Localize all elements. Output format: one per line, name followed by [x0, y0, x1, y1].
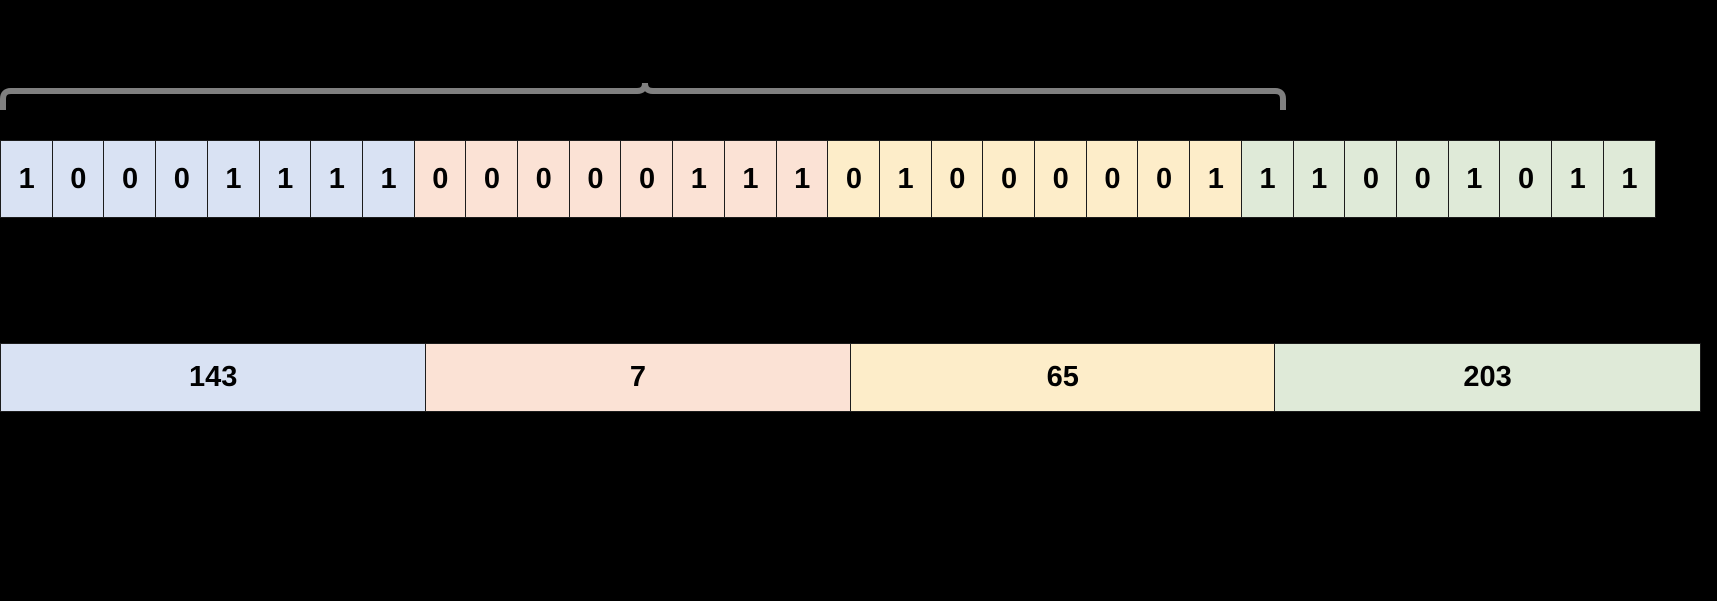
bit-cell: 1: [1551, 140, 1605, 218]
bit-cell: 0: [517, 140, 571, 218]
bit-group-byte-1: 1 0 0 0 1 1 1 1: [0, 140, 416, 218]
bit-cell: 0: [155, 140, 209, 218]
bit-cell: 0: [465, 140, 519, 218]
bit-cell: 0: [568, 140, 623, 218]
byte-value-cell: 65: [849, 343, 1276, 412]
bit-row: 1 0 0 0 1 1 1 1 0 0 0 0 0 1 1 1 0 1 0 0 …: [0, 140, 1657, 218]
bit-cell: 0: [1344, 140, 1398, 218]
bit-group-byte-2: 0 0 0 0 0 1 1 1: [413, 140, 829, 218]
bit-cell: 1: [1292, 140, 1346, 218]
bit-group-byte-4: 1 1 0 0 1 0 1 1: [1240, 140, 1657, 218]
bit-cell: 1: [672, 140, 726, 218]
bit-cell: 0: [413, 140, 467, 218]
bit-cell: 1: [310, 140, 364, 218]
value-row: 143 7 65 203: [0, 343, 1701, 412]
bit-cell: 0: [930, 140, 984, 218]
byte-value-cell: 143: [0, 343, 427, 412]
bit-cell: 1: [1447, 140, 1501, 218]
bit-cell: 0: [103, 140, 157, 218]
bit-cell: 0: [827, 140, 881, 218]
byte-value-cell: 7: [424, 343, 852, 412]
top-bracket: [0, 58, 1290, 110]
bit-cell: 0: [1137, 140, 1191, 218]
bit-cell: 0: [51, 140, 105, 218]
bracket-path: [0, 82, 1286, 110]
bit-cell: 0: [1034, 140, 1088, 218]
bit-cell: 0: [1499, 140, 1553, 218]
bit-cell: 1: [775, 140, 829, 218]
bit-cell: 0: [1395, 140, 1450, 218]
byte-value-cell: 203: [1274, 343, 1701, 412]
bit-cell: 1: [1240, 140, 1295, 218]
bit-group-byte-3: 0 1 0 0 0 0 0 1: [827, 140, 1243, 218]
bit-cell: 1: [206, 140, 261, 218]
bit-cell: 1: [878, 140, 933, 218]
bit-cell: 1: [361, 140, 416, 218]
bit-cell: 0: [982, 140, 1036, 218]
bit-cell: 0: [1085, 140, 1140, 218]
bit-cell: 1: [1602, 140, 1657, 218]
bit-cell: 1: [723, 140, 778, 218]
bit-cell: 1: [0, 140, 54, 218]
bit-cell: 0: [620, 140, 674, 218]
bit-cell: 1: [258, 140, 312, 218]
bit-cell: 1: [1189, 140, 1243, 218]
